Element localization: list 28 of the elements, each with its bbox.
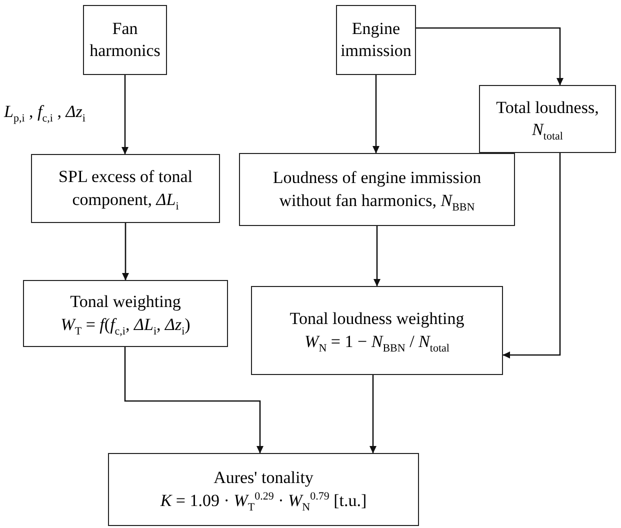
box-title: SPL excess of tonal component, ΔL$_{i}$	[58, 166, 194, 211]
box-title: Aures' tonality	[214, 467, 314, 490]
process-box	[251, 286, 503, 375]
process-box	[479, 85, 616, 153]
process-box	[239, 153, 515, 226]
formula: K = 1.09 · W$_{T}$$^{0.29}$ · W$_{N}$$^{0.79}$ [t.u.]	[160, 490, 367, 512]
box-title: Total loudness, N$_{total}$	[495, 96, 600, 142]
box-title: Fan harmonics	[90, 18, 160, 62]
arrow	[372, 75, 380, 154]
process-box	[83, 5, 167, 75]
box-title: Tonal loudness weighting	[290, 308, 464, 330]
arrow	[122, 75, 128, 154]
formula: W$_{N}$ = 1 − N$_{BBN}$ / N$_{total}$	[304, 330, 450, 353]
arrow	[122, 223, 129, 280]
arrow	[416, 27, 564, 86]
arrow	[370, 375, 376, 454]
process-box	[23, 280, 228, 347]
box-title: Tonal weighting	[70, 291, 181, 314]
process-box	[336, 5, 416, 75]
arrow	[374, 226, 380, 286]
process-box	[31, 154, 220, 223]
arrow	[124, 347, 264, 454]
process-box	[108, 453, 419, 526]
box-title: Loudness of engine immission without fan harmonics, N$_{BBN}$	[272, 167, 482, 212]
edge-label: L$_{p,i}$ , f$_{c,i}$ , Δz$_{i}$	[4, 102, 86, 122]
arrow	[502, 153, 561, 358]
formula: W$_{T}$ = f(f$_{c,i}$, ΔL$_{i}$, Δz$_{i}$)	[60, 314, 190, 336]
box-title: Engine immission	[340, 18, 412, 62]
